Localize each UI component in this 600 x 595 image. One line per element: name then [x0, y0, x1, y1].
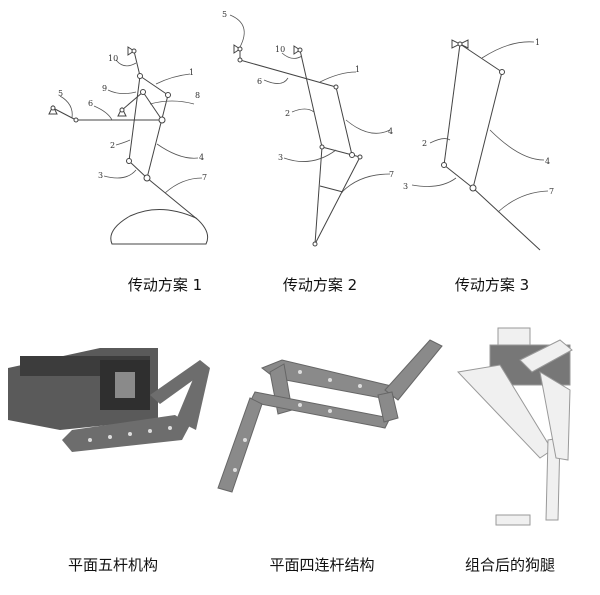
caption-four-bar: 平面四连杆结构 [269, 556, 375, 574]
caption-dog-leg: 组合后的狗腿 [464, 556, 556, 574]
label-8: 8 [195, 91, 200, 100]
caption-scheme-2: 传动方案 2 [282, 276, 358, 294]
caption-scheme-1: 传动方案 1 [127, 276, 203, 294]
label-7: 7 [549, 187, 554, 196]
label-4: 4 [199, 153, 204, 162]
label-2: 2 [285, 109, 290, 118]
label-3: 3 [98, 171, 103, 180]
label-10: 10 [108, 54, 118, 63]
label-7: 7 [202, 173, 207, 182]
label-1: 1 [189, 68, 194, 77]
label-2: 2 [110, 141, 115, 150]
label-1: 1 [355, 65, 360, 74]
label-10: 10 [275, 45, 285, 54]
label-7: 7 [389, 170, 394, 179]
label-4: 4 [545, 157, 550, 166]
label-5: 5 [58, 89, 63, 98]
label-1: 1 [535, 38, 540, 47]
scheme-2-diagram: 5 10 1 6 2 4 3 7 [222, 10, 394, 247]
caption-scheme-3: 传动方案 3 [454, 276, 530, 294]
label-5: 5 [222, 10, 227, 19]
label-3: 3 [403, 182, 408, 191]
label-2: 2 [422, 139, 427, 148]
scheme-1-diagram: 10 1 9 8 5 6 2 4 3 7 [48, 46, 209, 245]
label-3: 3 [278, 153, 283, 162]
four-bar-linkage-image [217, 339, 443, 493]
caption-five-bar: 平面五杆机构 [67, 556, 159, 574]
label-4: 4 [388, 127, 393, 136]
label-6: 6 [88, 99, 93, 108]
scheme-3-diagram: 1 2 4 3 7 [403, 38, 554, 251]
label-6: 6 [257, 77, 262, 86]
dog-leg-image [456, 327, 573, 526]
label-9: 9 [102, 84, 107, 93]
five-bar-mechanism-image [8, 348, 210, 452]
